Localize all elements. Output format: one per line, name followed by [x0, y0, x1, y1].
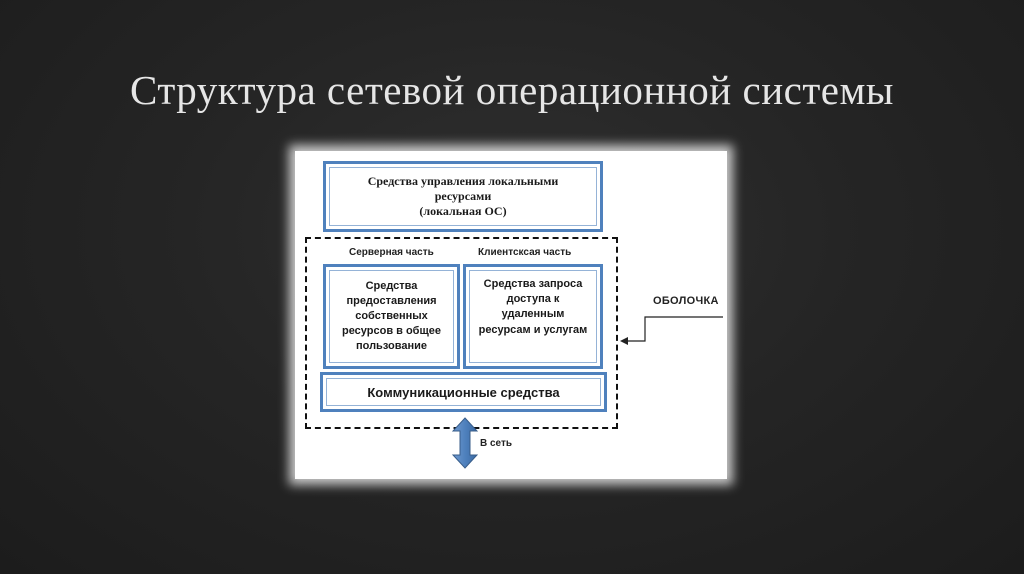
- server-line2: предоставления: [346, 294, 437, 307]
- local-resources-line2: ресурсами: [434, 189, 492, 203]
- server-line4: ресурсов в общее: [341, 325, 441, 338]
- server-part-label: Серверная часть: [349, 247, 434, 258]
- double-arrow-icon: [452, 417, 478, 469]
- server-line5: пользование: [355, 340, 427, 353]
- to-network-label: В сеть: [480, 438, 513, 449]
- slide-title: Структура сетевой операционной системы: [130, 67, 894, 113]
- client-line4: ресурсам и услугам: [478, 323, 588, 336]
- local-resources-box: Средства управления локальными ресурсами…: [323, 161, 603, 232]
- server-line3: собственных: [355, 309, 428, 322]
- network-os-diagram: Средства управления локальными ресурсами…: [295, 151, 727, 479]
- client-line1: Средства запроса: [483, 278, 583, 290]
- server-line1: Средства: [365, 279, 418, 292]
- client-part-label: Клиентсксая часть: [478, 247, 572, 258]
- communication-box: Коммуникационные средства: [320, 372, 607, 412]
- local-resources-text: Средства управления локальными ресурсами…: [368, 174, 559, 219]
- local-resources-line3: (локальная ОС): [419, 204, 507, 218]
- client-line3: удаленным: [501, 308, 565, 321]
- local-resources-line1: Средства управления локальными: [367, 174, 559, 188]
- client-line2: доступа к: [506, 293, 560, 306]
- client-requests-text: Средства запроса доступа к удаленным рес…: [479, 277, 588, 338]
- shell-pointer-arrow-icon: [620, 316, 723, 345]
- server-resources-box: Средства предоставления собственных ресу…: [323, 264, 460, 369]
- server-resources-text: Средства предоставления собственных ресу…: [342, 279, 441, 355]
- shell-label: ОБОЛОЧКА: [653, 295, 719, 307]
- client-requests-box: Средства запроса доступа к удаленным рес…: [463, 264, 603, 369]
